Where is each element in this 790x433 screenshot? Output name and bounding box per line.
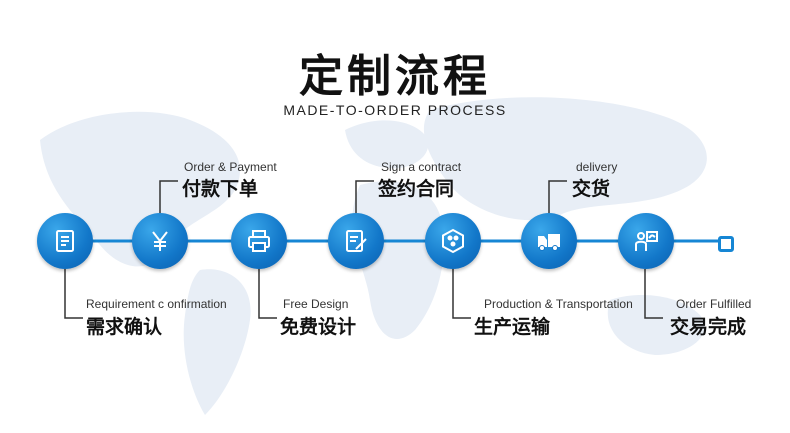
- step-node-delivery: [521, 213, 577, 269]
- presenter-icon: [635, 231, 658, 251]
- connector-step-6: [548, 180, 567, 213]
- step-1-en-label: Requirement c onfirmation: [86, 297, 227, 311]
- yen-icon: [152, 231, 168, 251]
- step-2-zh-label: 付款下单: [182, 178, 259, 200]
- connector-step-2: [159, 180, 178, 213]
- timeline-end-marker: [718, 236, 734, 252]
- step-4-en-label: Sign a contract: [381, 160, 462, 174]
- contract-sign-icon: [346, 230, 367, 252]
- step-3-en-label: Free Design: [283, 297, 349, 311]
- step-4-zh-label: 签约合同: [378, 178, 455, 200]
- connector-step-5: [452, 269, 471, 319]
- connector-step-7: [644, 269, 663, 319]
- step-node-fulfilled: [618, 213, 674, 269]
- step-node-contract: [328, 213, 384, 269]
- step-1-zh-label: 需求确认: [86, 316, 163, 338]
- step-5-en-label: Production & Transportation: [484, 297, 633, 311]
- page-subtitle: MADE-TO-ORDER PROCESS: [283, 102, 507, 118]
- step-5-zh-label: 生产运输: [474, 316, 551, 338]
- step-6-zh-label: 交货: [572, 178, 611, 200]
- delivery-truck-icon: [538, 234, 560, 251]
- step-7-zh-label: 交易完成: [670, 316, 747, 338]
- connector-step-3: [258, 269, 277, 319]
- step-3-zh-label: 免费设计: [280, 316, 357, 338]
- step-node-design: [231, 213, 287, 269]
- step-7-en-label: Order Fulfilled: [676, 297, 752, 311]
- step-2-en-label: Order & Payment: [184, 160, 277, 174]
- document-icon: [56, 230, 74, 252]
- connector-step-4: [355, 180, 374, 213]
- step-node-requirement: [37, 213, 93, 269]
- printer-icon: [248, 230, 270, 252]
- connector-step-1: [64, 269, 83, 319]
- step-node-production: [425, 213, 481, 269]
- step-6-en-label: delivery: [576, 160, 618, 174]
- step-node-payment: [132, 213, 188, 269]
- production-hexagon-icon: [442, 228, 464, 254]
- page-title: 定制流程: [299, 51, 491, 102]
